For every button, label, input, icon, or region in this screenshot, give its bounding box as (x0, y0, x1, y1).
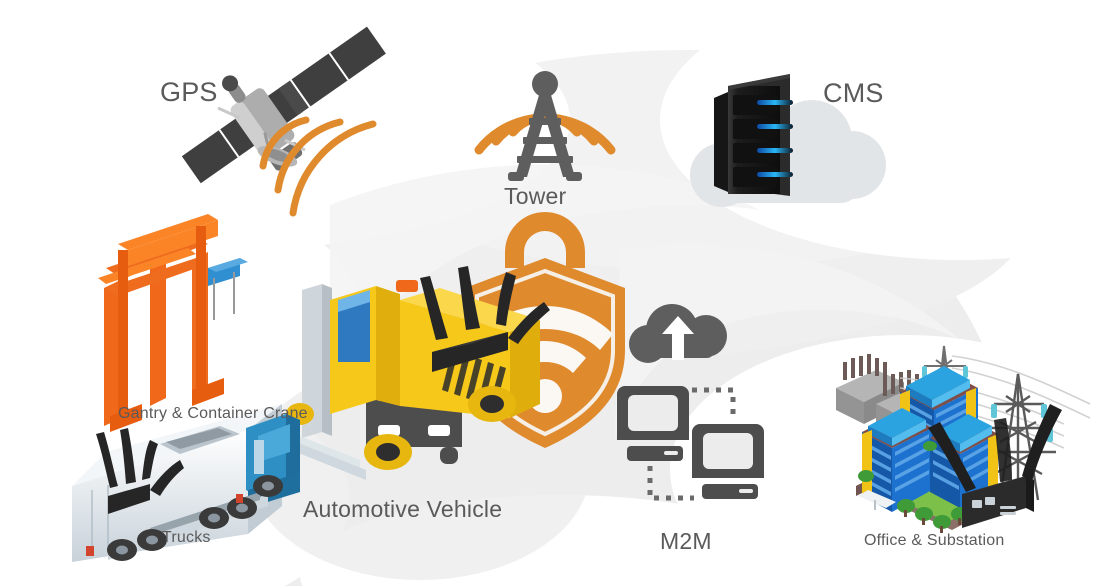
cloud-upload-icon (629, 304, 727, 363)
satellite-icon (181, 26, 386, 184)
bubble-left-merge (0, 201, 365, 463)
label-automotive: Automotive Vehicle (303, 496, 503, 522)
office-buildings-substation-icon (836, 345, 1091, 533)
gps-signal-waves-icon (259, 116, 377, 217)
backdrop-sweep-2 (615, 244, 960, 440)
router-antennas-icon (420, 266, 550, 372)
label-trucks: Trucks (162, 529, 211, 546)
label-m2m: M2M (660, 528, 712, 554)
two-computers-icon (617, 386, 764, 501)
label-tower: Tower (504, 183, 567, 209)
label-office: Office & Substation (864, 532, 1005, 549)
label-cms: CMS (823, 78, 884, 108)
server-rack-icon (713, 74, 793, 196)
label-gps: GPS (160, 77, 218, 107)
gantry-crane-forklift-icon (98, 214, 550, 480)
bubble-topright (760, 0, 1104, 300)
semi-truck-router-icon (72, 404, 300, 562)
cell-tower-icon (474, 71, 616, 181)
m2m-link-icon (647, 387, 736, 501)
plaza-canopy-icon (858, 490, 896, 510)
backdrop-sweep-1 (330, 164, 760, 400)
label-crane: Gantry & Container Crane (118, 405, 308, 422)
upload-arrow-icon (662, 316, 694, 360)
office-building-left-icon (862, 408, 932, 512)
server-led-icon (757, 100, 793, 177)
truck-router-icon (96, 428, 184, 514)
office-router-icon (928, 404, 1062, 528)
